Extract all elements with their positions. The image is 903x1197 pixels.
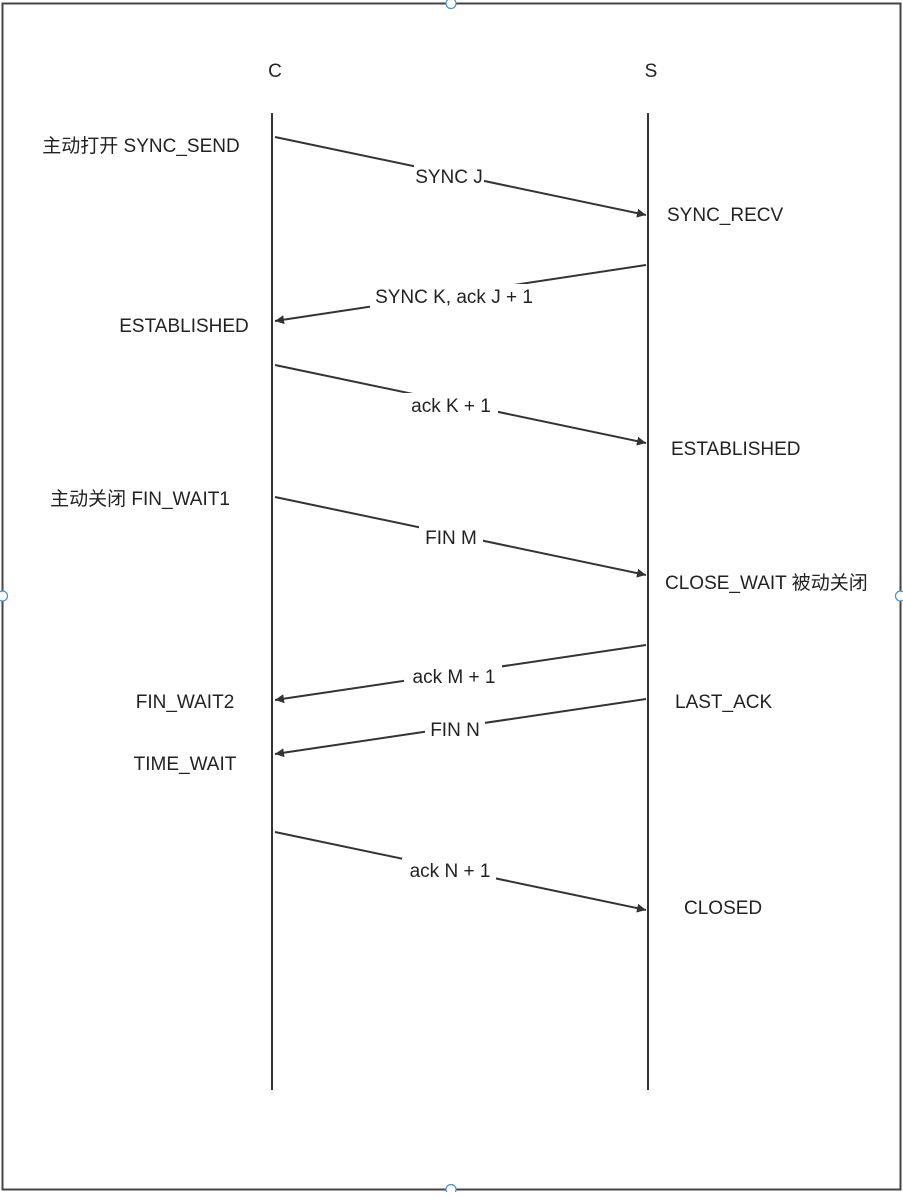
message-label-sync-k: SYNC K, ack J + 1 <box>370 284 536 308</box>
server-state-closed: CLOSED <box>684 898 762 919</box>
server-state-sync-recv: SYNC_RECV <box>667 205 783 226</box>
client-state-fin-wait2: FIN_WAIT2 <box>136 692 235 713</box>
server-state-established: ESTABLISHED <box>671 439 801 460</box>
svg-text:FIN M: FIN M <box>425 528 477 549</box>
resize-handle-right[interactable] <box>896 591 903 601</box>
svg-text:ack K + 1: ack K + 1 <box>411 396 491 417</box>
server-state-close-wait: CLOSE_WAIT 被动关闭 <box>665 572 868 594</box>
svg-text:SYNC K, ack J + 1: SYNC K, ack J + 1 <box>375 287 533 308</box>
message-label-sync-j: SYNC J <box>414 164 484 188</box>
message-label-ack-m: ack M + 1 <box>404 664 502 688</box>
resize-handle-left[interactable] <box>0 591 8 601</box>
message-label-ack-n: ack N + 1 <box>402 858 496 882</box>
participant-server: S <box>645 61 658 82</box>
resize-handle-top[interactable] <box>446 0 456 9</box>
message-label-fin-n: FIN N <box>425 717 485 741</box>
svg-text:ack N + 1: ack N + 1 <box>410 861 491 882</box>
message-label-fin-m: FIN M <box>419 525 483 549</box>
participant-client: C <box>268 61 282 82</box>
svg-text:FIN N: FIN N <box>430 720 480 741</box>
svg-text:SYNC J: SYNC J <box>415 167 483 188</box>
client-state-fin-wait1: 主动关闭 FIN_WAIT1 <box>50 488 230 510</box>
resize-handle-bottom[interactable] <box>446 1185 456 1193</box>
svg-text:ack M + 1: ack M + 1 <box>413 667 496 688</box>
client-state-time-wait: TIME_WAIT <box>134 754 237 775</box>
client-state-established: ESTABLISHED <box>119 316 249 337</box>
client-state-sync-send: 主动打开 SYNC_SEND <box>42 135 239 157</box>
server-state-last-ack: LAST_ACK <box>675 692 772 713</box>
message-label-ack-k: ack K + 1 <box>404 393 498 417</box>
